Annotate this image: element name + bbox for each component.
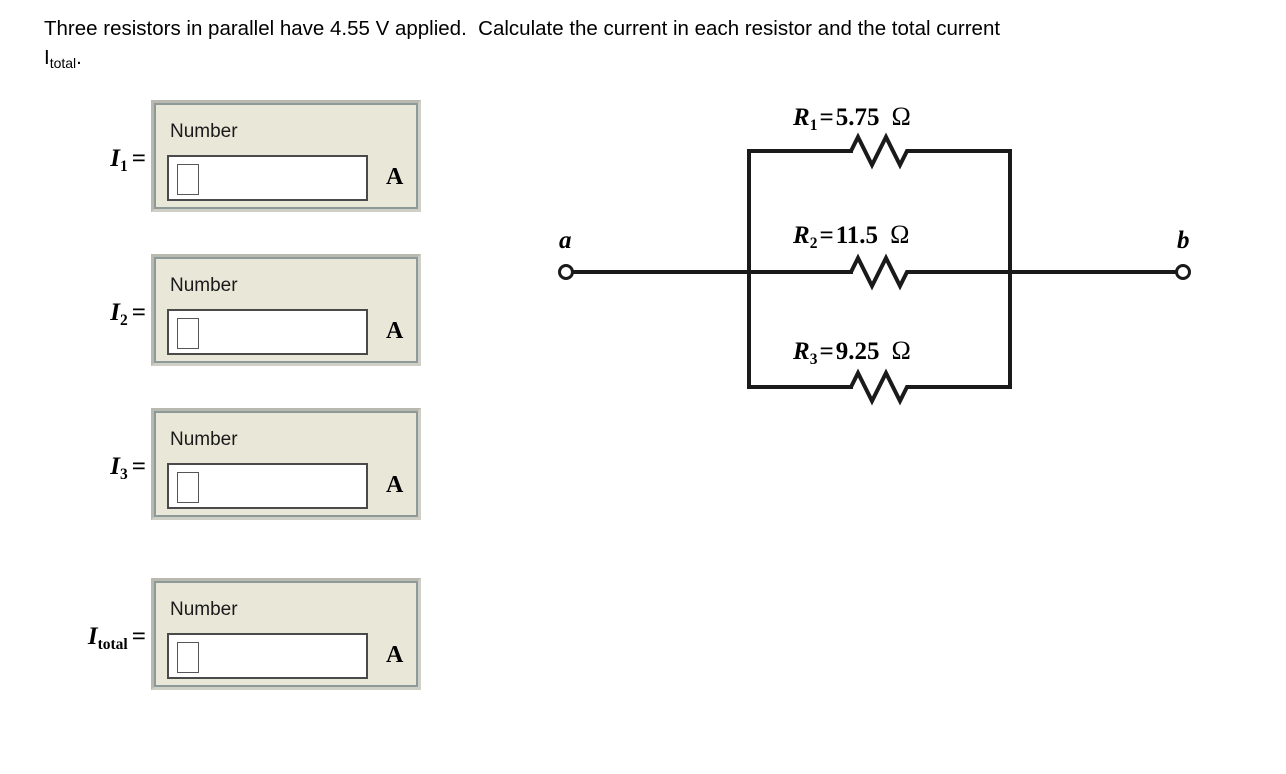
resistor-symbol: R	[793, 104, 810, 131]
resistor-symbol-r3	[849, 368, 914, 406]
answer-subscript: total	[97, 636, 128, 653]
answer-symbol: I	[110, 299, 120, 326]
resistor-equals: =	[819, 104, 834, 131]
resistor-label-r2: R2=11.5 Ω	[793, 222, 909, 252]
answer-symbol: I	[87, 623, 98, 650]
answer-row-i1: I1= Number A	[60, 100, 440, 220]
panel-label-number: Number	[170, 275, 238, 296]
answer-panel-i1: Number A	[151, 100, 421, 212]
answer-subscript: 3	[120, 466, 128, 483]
text-caret-icon	[177, 318, 199, 349]
panel-label-number: Number	[170, 599, 238, 620]
text-caret-icon	[177, 642, 199, 673]
answer-row-itotal: Itotal= Number A	[60, 578, 440, 698]
resistor-value: 11.5	[835, 222, 879, 249]
prompt-line-2-period: .	[76, 46, 82, 69]
answer-panel-i3: Number A	[151, 408, 421, 520]
answer-unit-i1: A	[386, 164, 404, 190]
answer-panel-itotal: Number A	[151, 578, 421, 690]
resistor-label-r1: R1=5.75 Ω	[793, 104, 911, 134]
answer-subscript: 2	[120, 312, 128, 329]
answer-unit-i3: A	[386, 472, 404, 498]
answer-unit-i2: A	[386, 318, 404, 344]
answer-input-i3[interactable]	[167, 463, 368, 509]
terminal-label-b: b	[1177, 227, 1190, 254]
text-caret-icon	[177, 472, 199, 503]
terminal-node-b-icon	[1175, 264, 1191, 280]
answer-label-i3: I3=	[60, 454, 146, 483]
question-prompt: Three resistors in parallel have 4.55 V …	[44, 14, 1259, 78]
answer-label-itotal: Itotal=	[60, 624, 146, 653]
terminal-node-a-icon	[558, 264, 574, 280]
answer-subscript: 1	[120, 158, 128, 175]
answer-equals: =	[131, 145, 146, 172]
text-caret-icon	[177, 164, 199, 195]
resistor-symbol: R	[793, 222, 810, 249]
resistor-value: 9.25	[835, 338, 880, 365]
resistor-unit: Ω	[891, 336, 911, 365]
answer-equals: =	[131, 453, 146, 480]
answer-symbol: I	[110, 453, 120, 480]
resistor-symbol: R	[793, 338, 810, 365]
prompt-line-2-symbol: I	[44, 46, 50, 69]
resistor-value: 5.75	[835, 104, 880, 131]
prompt-line-2-subscript: total	[49, 55, 77, 71]
answer-row-i2: I2= Number A	[60, 254, 440, 374]
resistor-equals: =	[819, 338, 834, 365]
resistor-subscript: 3	[809, 351, 818, 368]
resistor-unit: Ω	[890, 220, 910, 249]
answer-input-i2[interactable]	[167, 309, 368, 355]
prompt-line-1: Three resistors in parallel have 4.55 V …	[44, 17, 1001, 40]
answer-equals: =	[131, 623, 146, 650]
answer-label-i2: I2=	[60, 300, 146, 329]
panel-label-number: Number	[170, 429, 238, 450]
answer-symbol: I	[110, 145, 120, 172]
answer-equals: =	[131, 299, 146, 326]
resistor-unit: Ω	[891, 102, 911, 131]
answer-panel-i2: Number A	[151, 254, 421, 366]
answer-input-itotal[interactable]	[167, 633, 368, 679]
answer-unit-itotal: A	[386, 642, 404, 668]
answer-label-i1: I1=	[60, 146, 146, 175]
resistor-label-r3: R3=9.25 Ω	[793, 338, 911, 368]
resistor-equals: =	[819, 222, 834, 249]
answer-input-i1[interactable]	[167, 155, 368, 201]
resistor-symbol-r1	[849, 132, 914, 170]
resistor-subscript: 2	[809, 235, 818, 252]
resistor-subscript: 1	[809, 117, 818, 134]
resistor-symbol-r2	[849, 253, 914, 291]
terminal-label-a: a	[559, 227, 572, 254]
panel-label-number: Number	[170, 121, 238, 142]
answer-row-i3: I3= Number A	[60, 408, 440, 528]
circuit-schematic-svg	[558, 132, 1191, 406]
